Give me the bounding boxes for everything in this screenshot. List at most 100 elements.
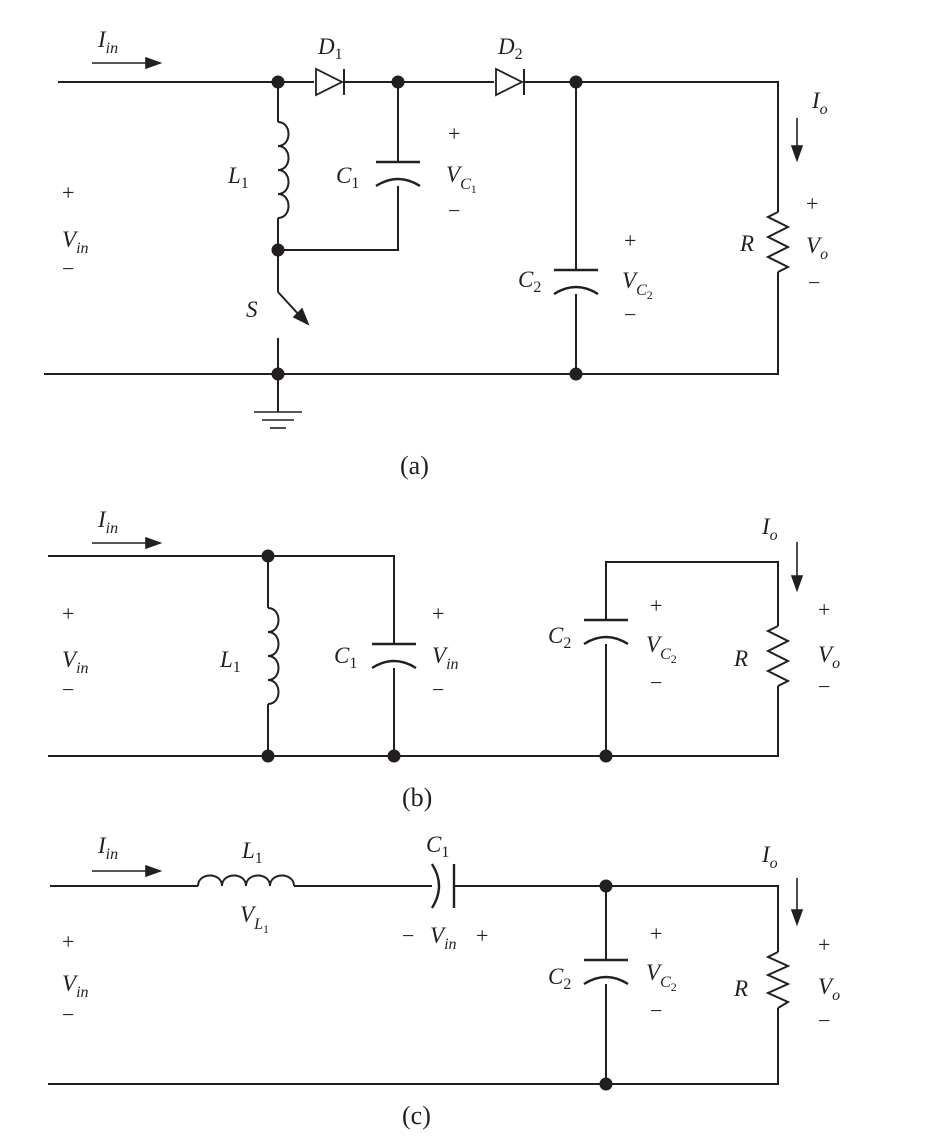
wires bbox=[48, 885, 779, 1085]
junction-dot bbox=[599, 879, 613, 893]
wire-input-top bbox=[48, 555, 395, 644]
capacitor-c1-icon bbox=[375, 160, 421, 188]
ground-icon bbox=[254, 411, 302, 429]
label-output-minus: − bbox=[808, 270, 820, 295]
junction-dot bbox=[261, 749, 275, 763]
resistor-r-icon bbox=[765, 625, 791, 687]
inductor-l1-icon bbox=[267, 607, 280, 705]
junction-dot bbox=[271, 367, 285, 381]
junction-dot bbox=[271, 75, 285, 89]
switch-s-icon bbox=[277, 291, 310, 326]
label-output-minus: − bbox=[818, 674, 830, 699]
label-vc2-plus: + bbox=[650, 593, 662, 618]
label-vc1-plus: + bbox=[432, 601, 444, 626]
inductor-l1-icon bbox=[277, 121, 290, 219]
label-c2: C2 bbox=[518, 267, 541, 296]
label-input-voltage: Vin bbox=[62, 227, 89, 257]
diode-d2-icon bbox=[495, 67, 525, 97]
label-output-plus: + bbox=[818, 597, 830, 622]
label-vc1-plus: + bbox=[476, 923, 488, 948]
resistor-r-icon bbox=[765, 211, 791, 273]
label-input-voltage: Vin bbox=[62, 971, 89, 1001]
label-l1: L1 bbox=[241, 838, 263, 867]
label-input-current: Iin bbox=[97, 833, 118, 863]
label-input-voltage: Vin bbox=[62, 647, 89, 677]
label-input-minus: − bbox=[62, 1002, 74, 1027]
capacitor-c1-icon bbox=[371, 642, 417, 670]
label-resistor: R bbox=[739, 231, 754, 256]
label-input-minus: − bbox=[62, 677, 74, 702]
label-vc2: VC2 bbox=[622, 268, 653, 302]
wire-switch-node-to-c1 bbox=[278, 186, 399, 251]
label-switch: S bbox=[246, 297, 258, 322]
wires bbox=[44, 81, 779, 412]
junction-dot bbox=[569, 367, 583, 381]
diode-d1-icon bbox=[315, 67, 345, 97]
panel-caption-a: (a) bbox=[400, 451, 429, 480]
label-vc2-plus: + bbox=[650, 921, 662, 946]
capacitor-c2-icon bbox=[583, 618, 629, 646]
resistor-r-icon bbox=[765, 951, 791, 1009]
label-vc2-minus: − bbox=[650, 670, 662, 695]
label-vc1-minus: − bbox=[448, 198, 460, 223]
label-output-current: Io bbox=[811, 88, 828, 118]
label-vl1: VL1 bbox=[240, 902, 269, 936]
panel-caption-c: (c) bbox=[402, 1101, 431, 1130]
panel-caption-b: (b) bbox=[402, 783, 432, 812]
label-output-voltage: Vo bbox=[818, 974, 840, 1004]
label-vc1-minus: − bbox=[402, 923, 414, 948]
label-resistor: R bbox=[733, 976, 748, 1001]
junction-dot bbox=[569, 75, 583, 89]
label-vc2-minus: − bbox=[624, 302, 636, 327]
label-vc1: VC1 bbox=[446, 162, 477, 196]
label-c1: C1 bbox=[336, 163, 359, 192]
wires bbox=[48, 555, 779, 757]
label-output-voltage: Vo bbox=[818, 642, 840, 672]
label-input-plus: + bbox=[62, 929, 74, 954]
capacitor-c2-icon bbox=[553, 268, 599, 296]
wire-output-loop-top bbox=[605, 561, 779, 626]
junction-dots bbox=[599, 879, 613, 1091]
panel-c: Iin + Vin − L1 VL1 C1 − Vin + C2 + VC2 −… bbox=[48, 832, 840, 1130]
label-l1: L1 bbox=[219, 647, 241, 676]
inductor-l1-icon bbox=[197, 874, 295, 887]
label-vc1: Vin bbox=[432, 643, 459, 673]
label-output-minus: − bbox=[818, 1008, 830, 1033]
label-output-plus: + bbox=[818, 932, 830, 957]
label-vc2: VC2 bbox=[646, 960, 677, 994]
label-vc2: VC2 bbox=[646, 632, 677, 666]
input-current-arrow-icon bbox=[92, 56, 163, 70]
wire-bottom-rail bbox=[48, 686, 779, 757]
label-output-current: Io bbox=[761, 842, 778, 872]
junction-dot bbox=[599, 749, 613, 763]
junction-dot bbox=[271, 243, 285, 257]
input-current-arrow-icon bbox=[92, 536, 163, 550]
junction-dots bbox=[261, 549, 613, 763]
label-d1: D1 bbox=[317, 34, 343, 63]
label-l1: L1 bbox=[227, 163, 249, 192]
wire-output-top bbox=[524, 81, 779, 212]
label-output-plus: + bbox=[806, 191, 818, 216]
label-input-current: Iin bbox=[97, 507, 118, 537]
label-resistor: R bbox=[733, 646, 748, 671]
wire-bottom-rail bbox=[48, 1008, 779, 1085]
label-input-plus: + bbox=[62, 601, 74, 626]
input-current-arrow-icon bbox=[92, 864, 163, 878]
output-current-arrow-icon bbox=[790, 118, 804, 163]
junction-dot bbox=[599, 1077, 613, 1091]
label-c1: C1 bbox=[426, 832, 449, 861]
label-vc2-minus: − bbox=[650, 998, 662, 1023]
junction-dot bbox=[387, 749, 401, 763]
panel-b: Iin + Vin − L1 C1 + Vin − C2 + VC2 − R I… bbox=[48, 507, 840, 812]
junction-dots bbox=[271, 75, 583, 381]
junction-dot bbox=[261, 549, 275, 563]
label-input-minus: − bbox=[62, 256, 74, 281]
output-current-arrow-icon bbox=[790, 542, 804, 593]
capacitor-c1-icon bbox=[430, 863, 456, 909]
label-vc2-plus: + bbox=[624, 228, 636, 253]
label-vc1: Vin bbox=[430, 923, 457, 953]
wire-c1-to-output bbox=[454, 885, 779, 952]
label-vc1-plus: + bbox=[448, 121, 460, 146]
panel-a: Iin + Vin − D1 D2 L1 C1 + VC1 − S C2 + V… bbox=[44, 27, 828, 480]
